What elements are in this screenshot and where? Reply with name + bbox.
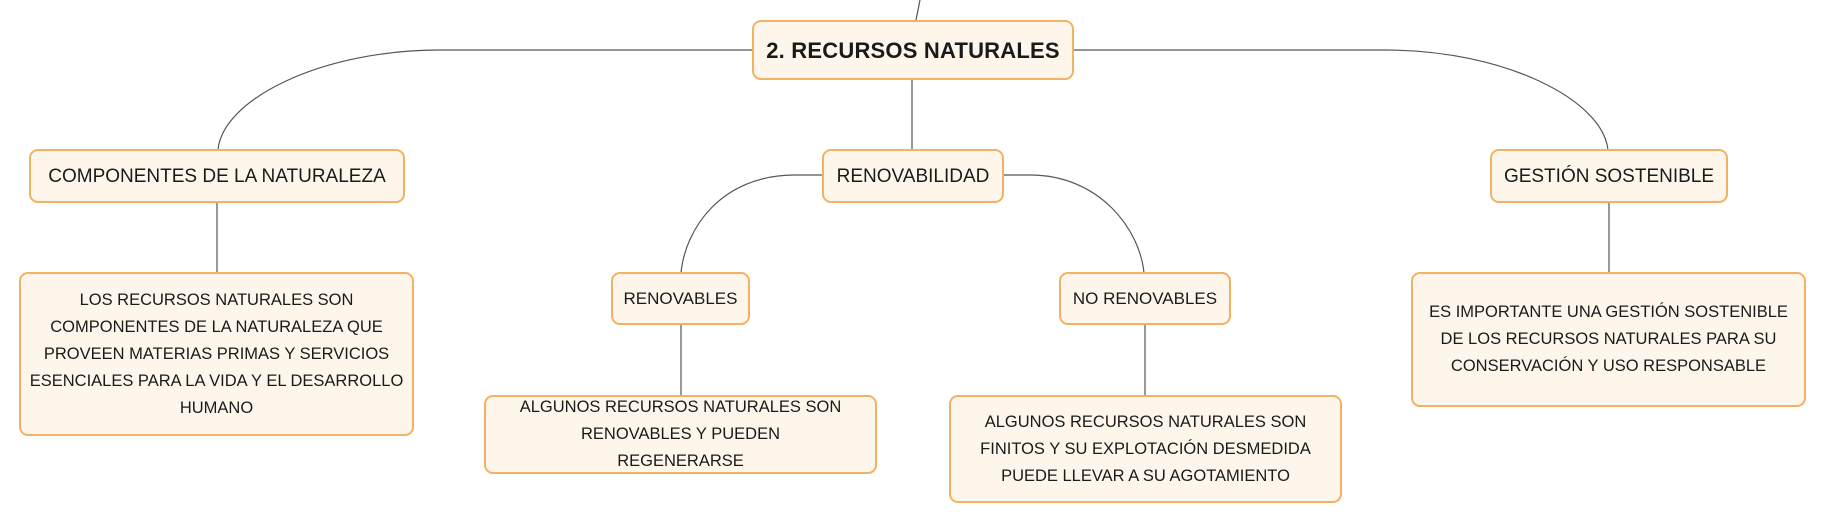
connector-root-componentes (217, 49, 752, 151)
subtopic-renovables[interactable]: RENOVABLES (611, 272, 750, 325)
topic-componentes-de-la-naturaleza[interactable]: COMPONENTES DE LA NATURALEZA (29, 149, 405, 203)
connector-renovabilidad-norenovables (1002, 174, 1145, 274)
topic-gestion-sostenible[interactable]: GESTIÓN SOSTENIBLE (1490, 149, 1728, 203)
detail-componentes[interactable]: LOS RECURSOS NATURALES SON COMPONENTES D… (19, 272, 414, 436)
topic-renovabilidad[interactable]: RENOVABILIDAD (822, 149, 1004, 203)
detail-gestion-sostenible[interactable]: ES IMPORTANTE UNA GESTIÓN SOSTENIBLE DE … (1411, 272, 1806, 407)
detail-renovables[interactable]: ALGUNOS RECURSOS NATURALES SON RENOVABLE… (484, 395, 877, 474)
detail-no-renovables[interactable]: ALGUNOS RECURSOS NATURALES SON FINITOS Y… (949, 395, 1342, 503)
root-node[interactable]: 2. RECURSOS NATURALES (752, 20, 1074, 80)
connector-renovabilidad-renovables (680, 174, 822, 274)
connector-root-gestion (1072, 49, 1609, 151)
connector-incoming-root (915, 0, 921, 21)
subtopic-no-renovables[interactable]: NO RENOVABLES (1059, 272, 1231, 325)
